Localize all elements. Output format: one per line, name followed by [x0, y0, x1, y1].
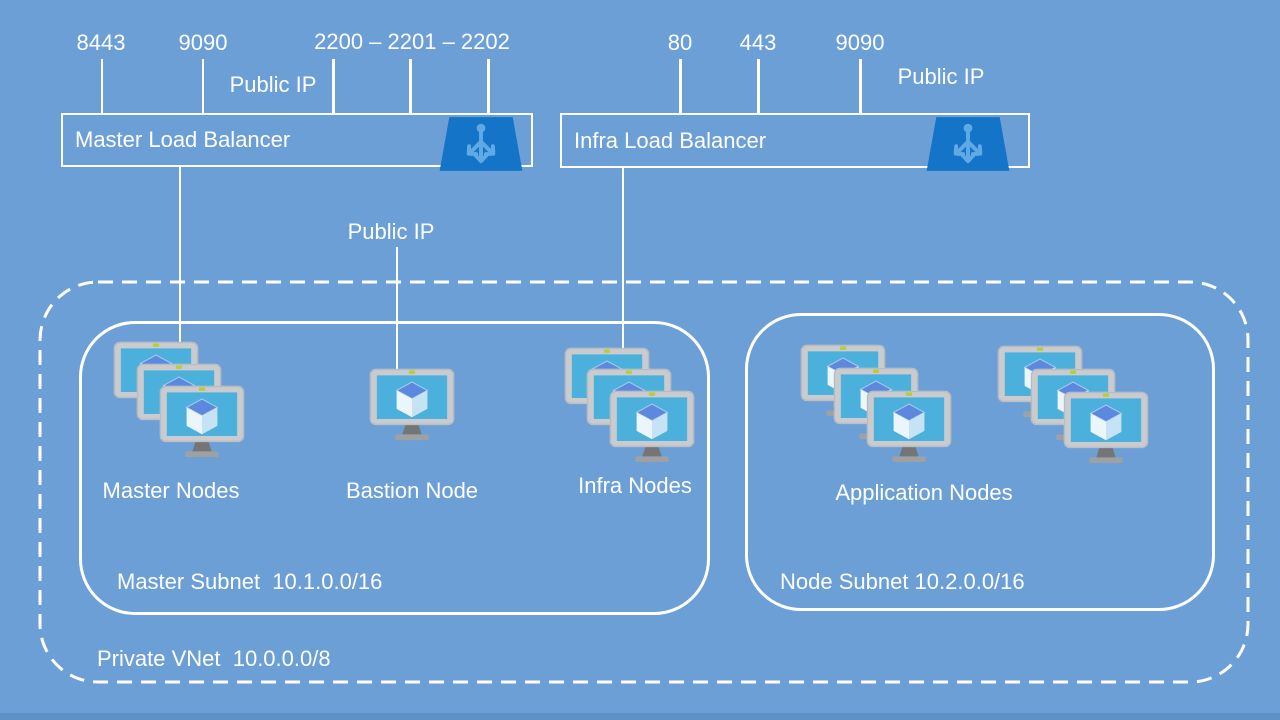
port-stem-2201 [409, 59, 412, 113]
master-load-balancer-label: Master Load Balancer [75, 127, 291, 152]
infra-lb-port-443: 443 [739, 30, 777, 55]
infra-nodes-label: Infra Nodes [578, 473, 692, 498]
port-stem-80 [679, 59, 682, 113]
infra-lb-port-80: 80 [667, 30, 693, 55]
master-nodes-label: Master Nodes [102, 478, 240, 503]
master-lb-connector-line [178, 166, 181, 344]
bastion-public-ip-label: Public IP [347, 219, 435, 244]
infra-lb-public-ip-label: Public IP [897, 64, 985, 89]
infra-lb-port-9090: 9090 [835, 30, 885, 55]
master-subnet-label: Master Subnet 10.1.0.0/16 [117, 569, 383, 594]
bastion-vm-monitor-icon [369, 368, 455, 441]
infra-lb-connector-line [621, 167, 624, 349]
vm-monitor-icon [866, 390, 952, 463]
master-lb-port-9090: 9090 [178, 30, 228, 55]
infra-load-balancer-box: Infra Load Balancer [560, 113, 1030, 168]
slide-bottom-edge [0, 713, 1280, 720]
vm-monitor-icon [609, 390, 695, 463]
port-stem-2200 [332, 59, 335, 113]
load-balancer-icon [924, 116, 1012, 172]
vm-monitor-icon [1063, 391, 1149, 464]
port-stem-443 [757, 59, 760, 113]
vm-monitor-icon [159, 385, 245, 458]
node-subnet-box [745, 313, 1215, 611]
master-lb-port-8443: 8443 [76, 30, 126, 55]
port-stem-8443 [100, 59, 103, 113]
bastion-node-label: Bastion Node [345, 478, 479, 503]
master-subnet-box [79, 321, 710, 615]
master-lb-public-ip-label: Public IP [229, 72, 317, 97]
load-balancer-icon [437, 116, 525, 172]
master-lb-port-2200-2202: 2200 – 2201 – 2202 [314, 29, 510, 54]
application-nodes-label: Application Nodes [835, 480, 1013, 505]
private-vnet-label: Private VNet 10.0.0.0/8 [97, 646, 331, 671]
port-stem-9090 [201, 59, 204, 113]
port-stem-2202 [487, 59, 490, 113]
master-load-balancer-box: Master Load Balancer [61, 113, 533, 167]
port-stem-9090-infra [859, 59, 862, 113]
bastion-public-ip-connector-line [395, 247, 398, 371]
infra-load-balancer-label: Infra Load Balancer [574, 127, 767, 153]
node-subnet-label: Node Subnet 10.2.0.0/16 [780, 569, 1025, 594]
